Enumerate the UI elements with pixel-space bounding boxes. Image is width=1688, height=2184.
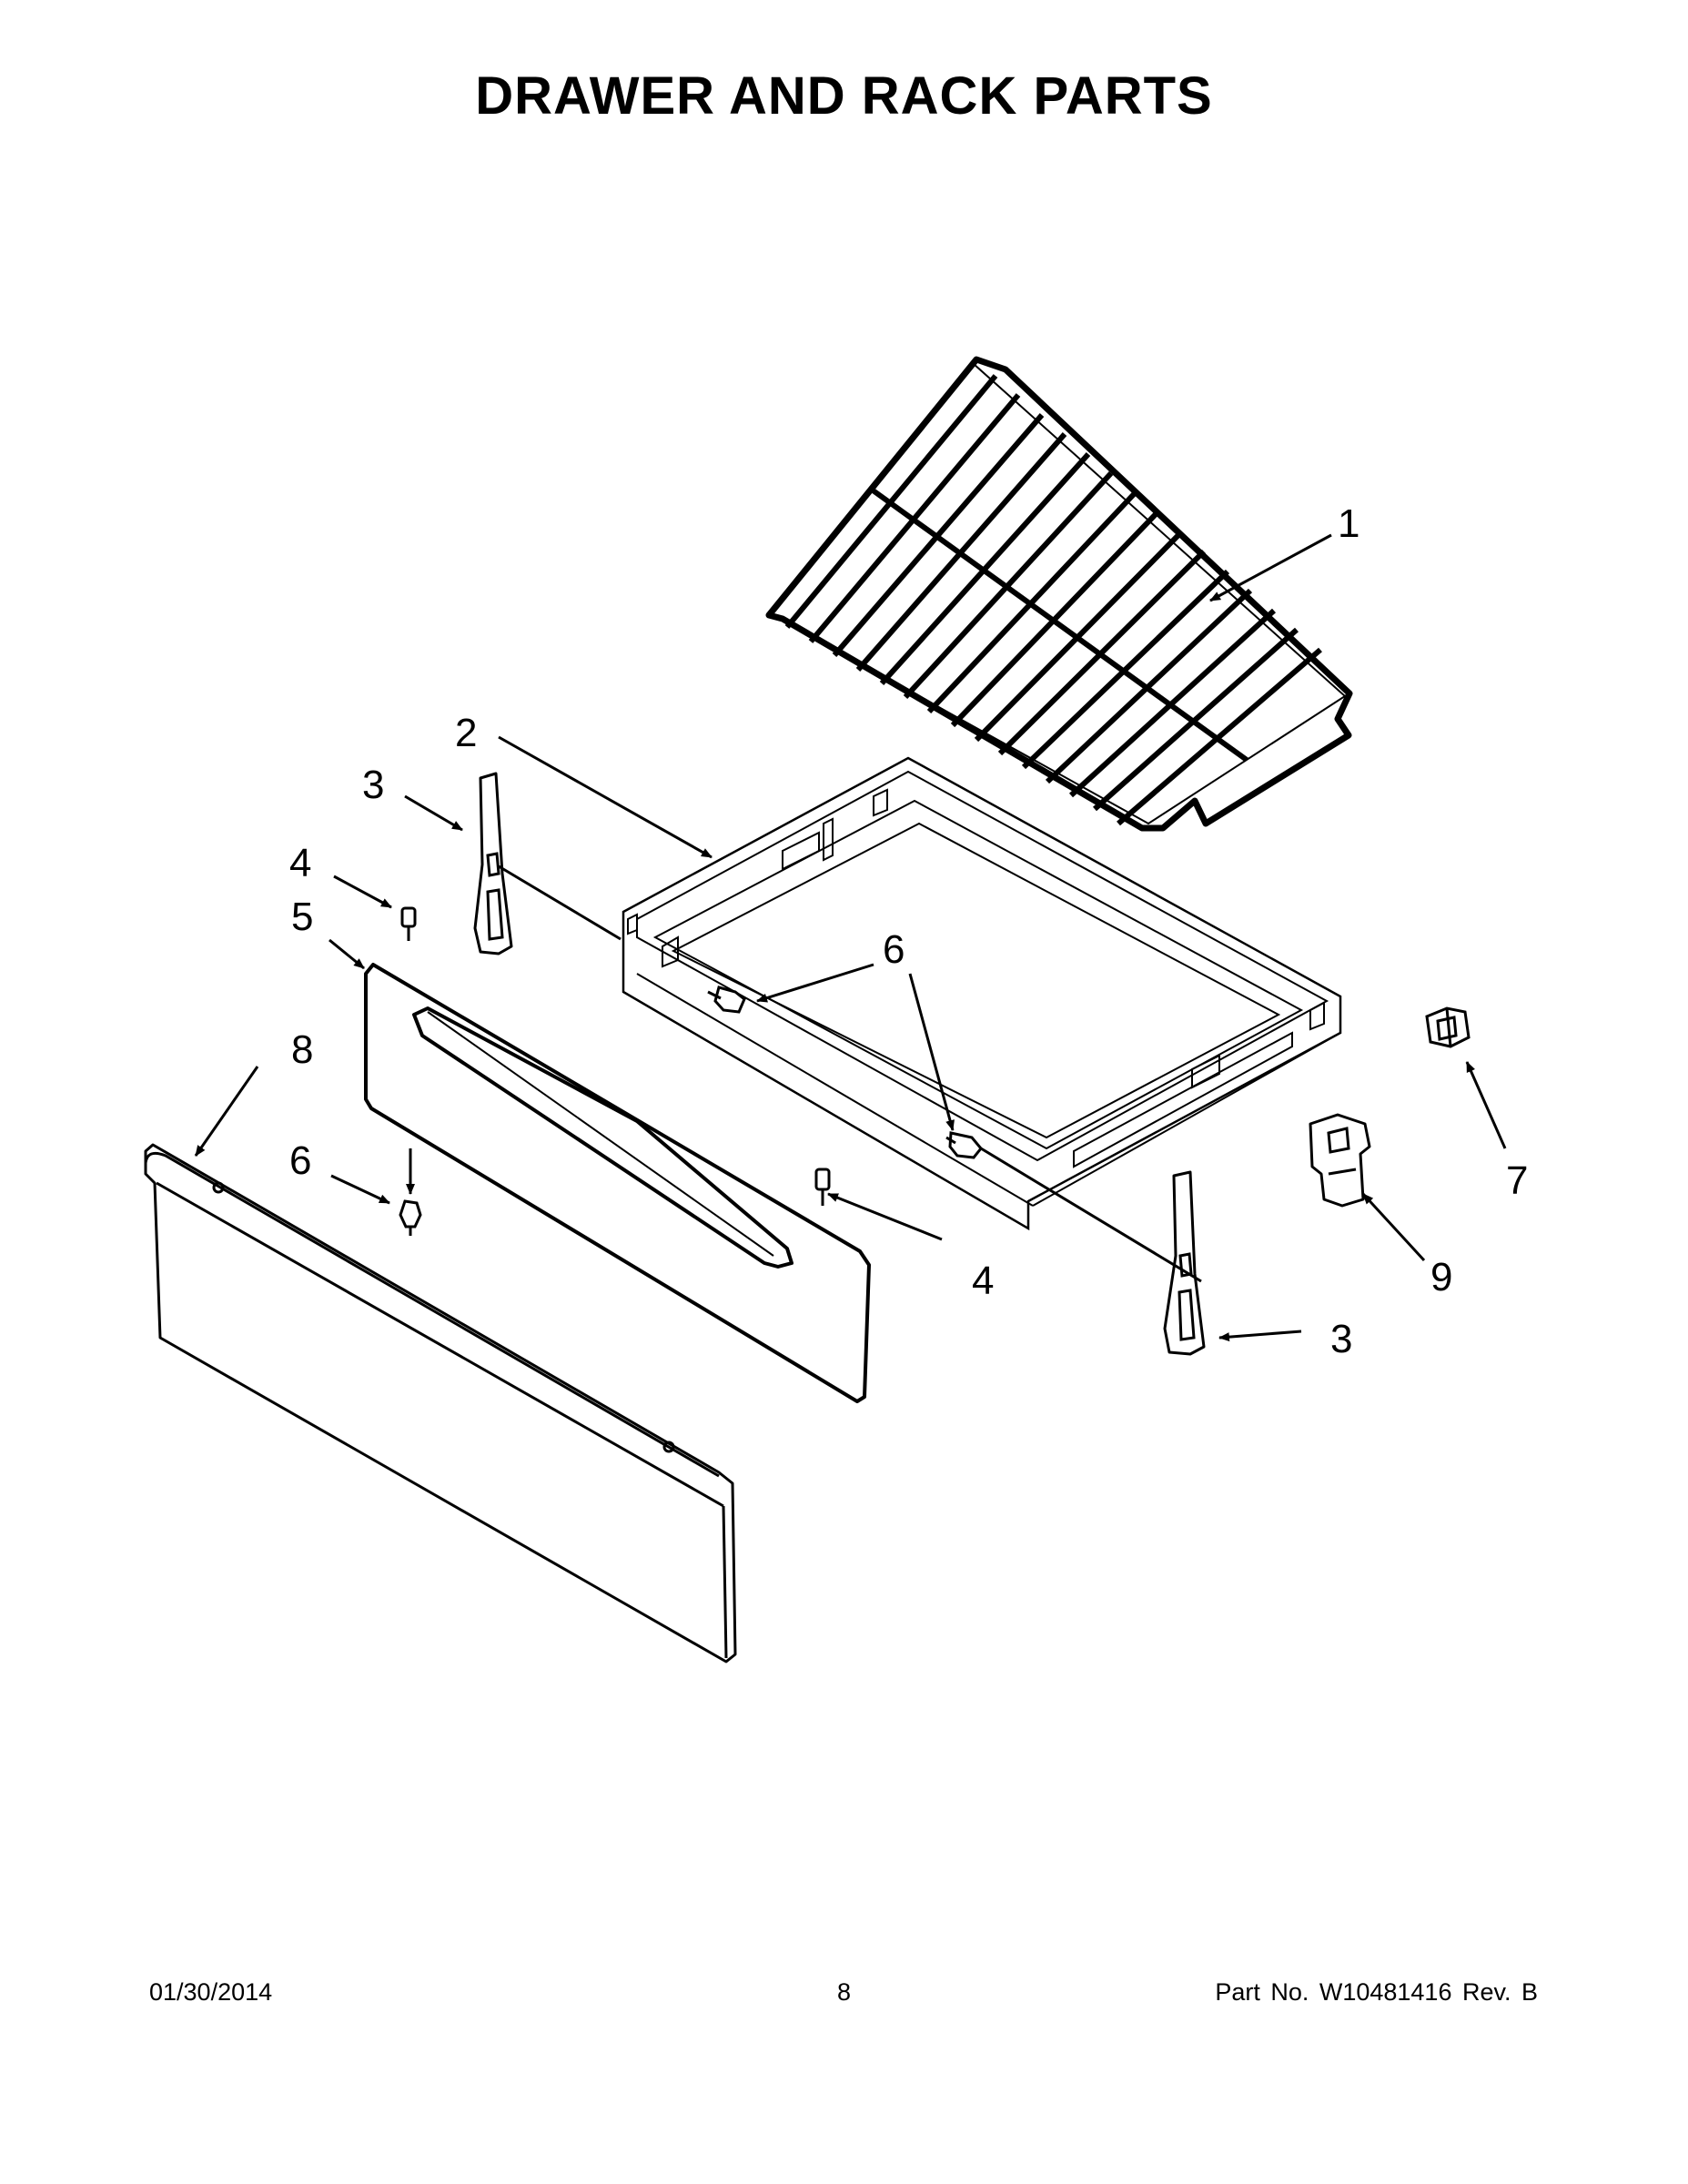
screw-front-panel bbox=[399, 1199, 422, 1236]
footer-part-number: Part No. W10481416 Rev. B bbox=[1215, 1978, 1538, 2006]
callout-labels: 1 2 3 4 5 6 8 6 4 7 9 3 bbox=[289, 501, 1528, 1361]
footer-date: 01/30/2014 bbox=[149, 1978, 273, 2006]
oven-rack bbox=[765, 356, 1353, 832]
callout-4a: 4 bbox=[289, 841, 311, 885]
callout-7: 7 bbox=[1506, 1158, 1528, 1203]
callout-6a: 6 bbox=[883, 927, 905, 972]
callout-3a: 3 bbox=[362, 763, 384, 807]
callout-1: 1 bbox=[1338, 501, 1359, 546]
screw-right bbox=[814, 1168, 831, 1206]
footer-page-number: 8 bbox=[836, 1978, 852, 2006]
clip bbox=[1425, 1006, 1471, 1048]
callout-4b: 4 bbox=[972, 1259, 994, 1303]
drawer-body bbox=[622, 756, 1342, 1231]
screw-left bbox=[400, 906, 417, 941]
callout-5: 5 bbox=[291, 895, 313, 939]
drawer-inner-front-panel bbox=[364, 963, 871, 1403]
callout-2: 2 bbox=[455, 711, 477, 755]
callout-3b: 3 bbox=[1330, 1317, 1352, 1361]
callout-6b: 6 bbox=[289, 1138, 311, 1183]
drawer-outer-front-panel bbox=[144, 1143, 737, 1663]
page-title: DRAWER AND RACK PARTS bbox=[475, 66, 1213, 126]
callout-8: 8 bbox=[291, 1027, 313, 1072]
callout-9: 9 bbox=[1430, 1255, 1452, 1299]
screw-drawer-right bbox=[945, 1131, 983, 1159]
screw-drawer-left bbox=[707, 986, 746, 1014]
drawer-glide-left bbox=[473, 772, 513, 956]
bracket bbox=[1309, 1113, 1371, 1208]
leader-lines bbox=[194, 533, 1507, 1342]
